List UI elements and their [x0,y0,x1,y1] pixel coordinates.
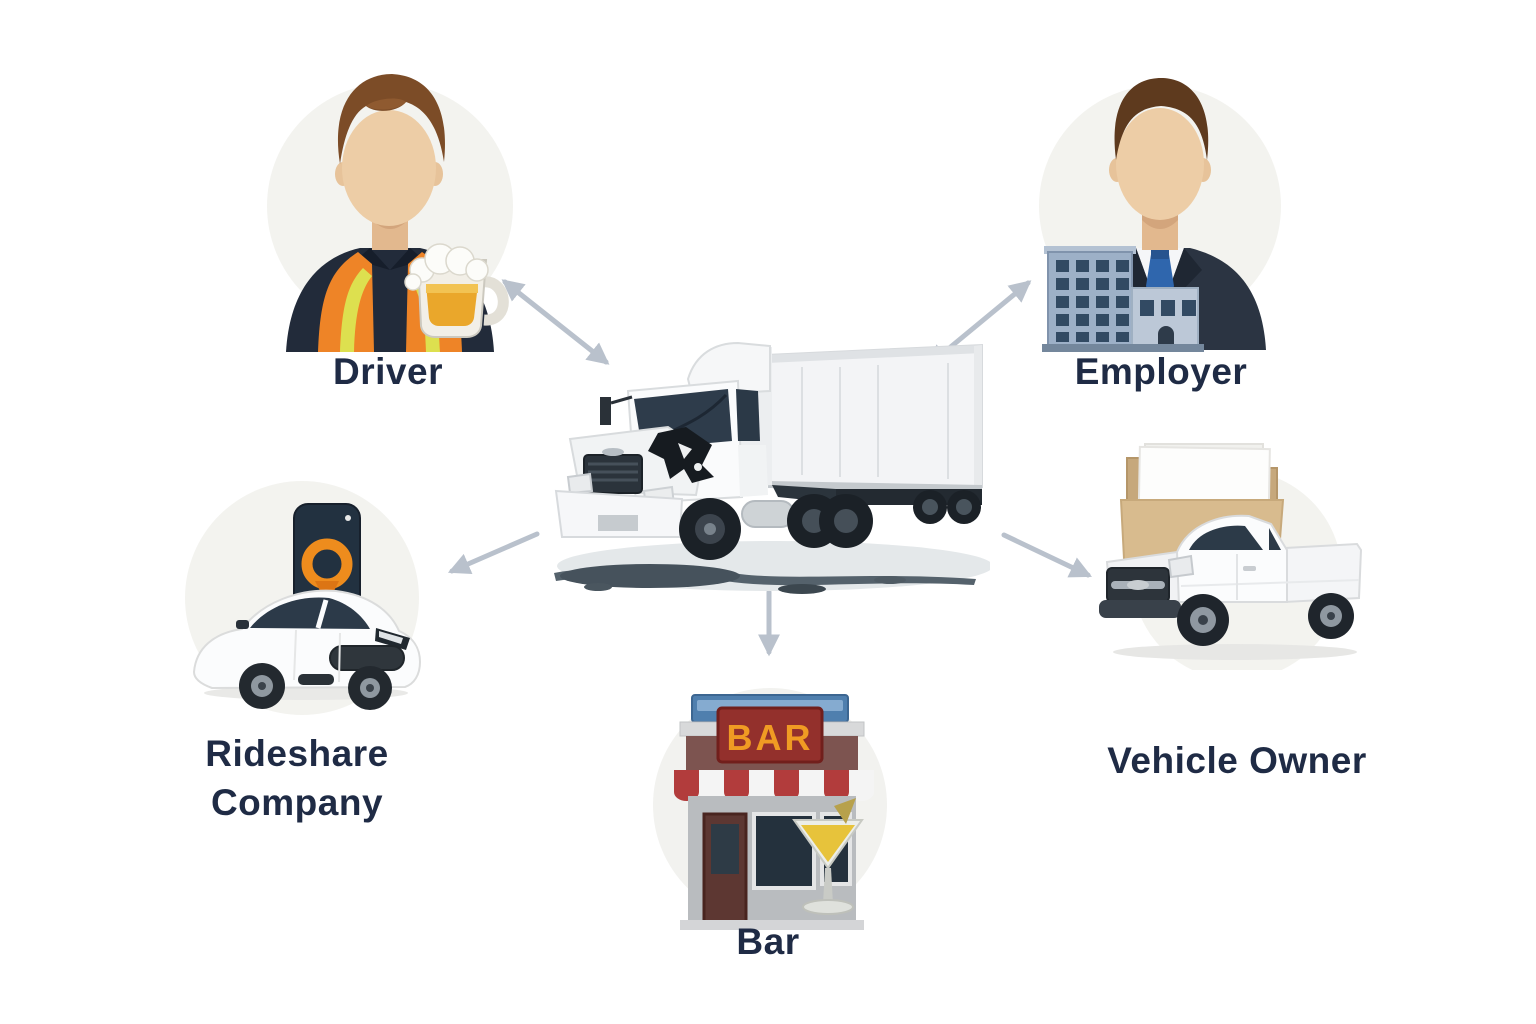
node-vehicle-owner [1085,440,1385,670]
arrow-truck-vehicle-owner [1001,532,1092,578]
bar-storefront-with-martini-icon: BAR [653,688,887,930]
worker-with-beer-icon [267,74,513,352]
node-bar: BAR [648,678,898,950]
bar-sign-text: BAR [727,717,814,758]
node-employer [1032,62,1292,354]
employer-label: Employer [1074,351,1248,392]
node-truck [540,333,990,603]
vehicle-owner-label: Vehicle Owner [1107,740,1367,781]
bar-label: Bar [736,921,800,962]
car-with-rideshare-app-icon [185,481,422,715]
businessman-with-building-icon [1039,78,1281,352]
crashed-semi-truck-icon [554,341,990,594]
folder-with-pickup-truck-icon [1099,443,1363,670]
driver-label: Driver [333,351,443,392]
arrow-truck-driver [501,279,610,365]
node-driver [262,60,522,362]
rideshare-label: Rideshare Company [205,733,389,823]
node-rideshare [178,478,428,730]
arrow-truck-rideshare [447,531,540,575]
